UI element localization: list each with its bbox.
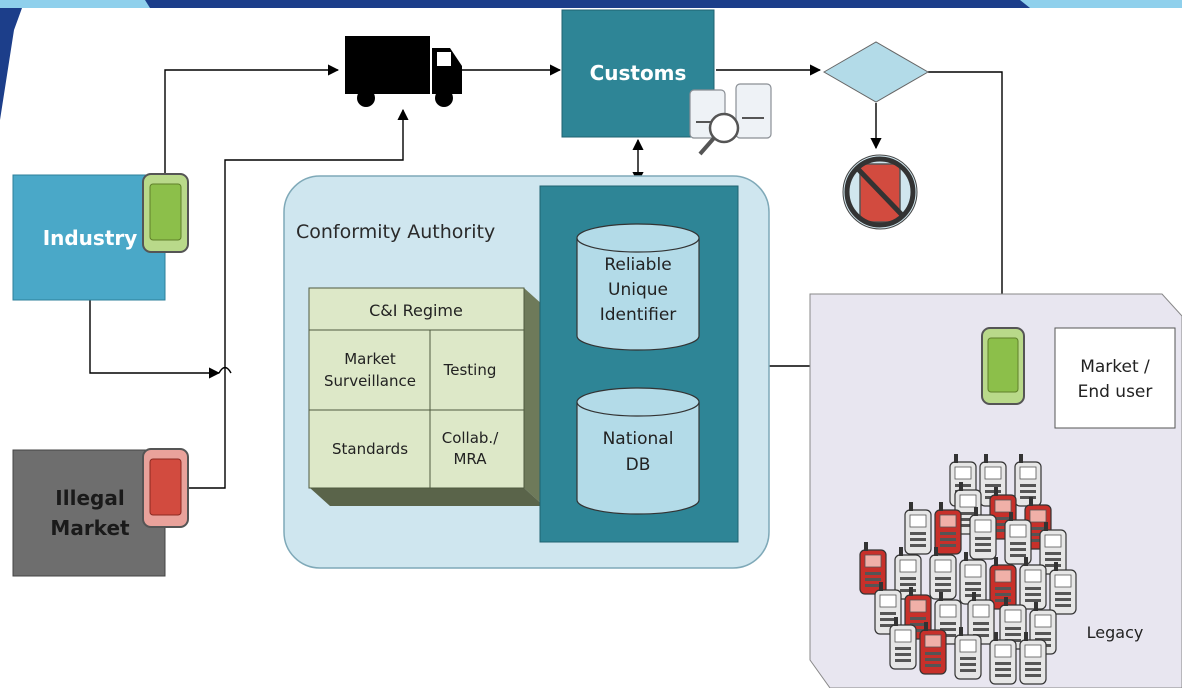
market-end-user-box: Market / End user <box>1054 327 1176 429</box>
legacy-phone-icon <box>1019 632 1047 685</box>
document-inspection-icon <box>689 83 772 156</box>
legacy-phone-icon <box>1019 557 1047 610</box>
illegal-market-node: Illegal Market <box>12 449 166 577</box>
market-end-user-label-line1: Market / <box>1080 357 1150 377</box>
legacy-phone-icon <box>1014 454 1042 507</box>
testing-label: Testing <box>443 361 497 379</box>
red-phone-icon <box>142 448 189 528</box>
legacy-phone-icon <box>954 627 982 680</box>
industry-to-authority-arrow <box>89 300 221 379</box>
collab-label-line1: Collab./ <box>442 429 499 447</box>
legacy-label: Legacy <box>1087 623 1144 642</box>
customs-node: Customs <box>561 9 715 138</box>
legacy-phone-icon <box>1039 522 1067 575</box>
customs-label: Customs <box>590 61 687 85</box>
illegal-market-label-line1: Illegal <box>55 486 124 510</box>
legacy-phone-icon <box>969 507 997 560</box>
green-phone-icon <box>142 173 189 253</box>
ci-regime-label: C&I Regime <box>369 301 463 320</box>
legacy-phone-icon <box>904 502 932 555</box>
ci-regime-block: C&I Regime Market Surveillance Testing S… <box>308 287 544 506</box>
industry-label: Industry <box>43 226 138 250</box>
decision-to-market-arrow <box>928 71 1008 330</box>
industry-node: Industry <box>12 174 166 301</box>
market-phone-icon <box>981 327 1025 405</box>
legacy-phone-icon <box>989 632 1017 685</box>
reliable-label-line2: Unique <box>608 280 668 300</box>
market-surveillance-label-line1: Market <box>344 350 396 368</box>
illegal-market-label-line2: Market <box>50 516 130 540</box>
reliable-label-line3: Identifier <box>600 305 677 325</box>
conformity-authority-title: Conformity Authority <box>296 221 495 243</box>
market-surveillance-label-line2: Surveillance <box>324 372 416 390</box>
reliable-label-line1: Reliable <box>604 255 671 275</box>
legacy-phone-icon <box>874 582 902 635</box>
legacy-phone-icon <box>934 502 962 555</box>
legacy-phone-icon <box>1004 512 1032 565</box>
market-end-user-label-line2: End user <box>1078 382 1153 402</box>
collab-label-line2: MRA <box>453 450 487 468</box>
legacy-phone-icon <box>1049 562 1077 615</box>
blocked-phone-icon <box>842 154 918 230</box>
legacy-phone-icon <box>929 547 957 600</box>
reliable-identifier-cylinder: Reliable Unique Identifier <box>576 223 700 351</box>
decision-diamond <box>822 41 930 103</box>
standards-label: Standards <box>332 440 408 458</box>
national-db-cylinder: National DB <box>576 387 700 515</box>
national-db-label-line2: DB <box>626 455 651 475</box>
legacy-phone-icon <box>967 592 995 645</box>
legacy-phone-icon <box>989 557 1017 610</box>
truck-icon <box>345 36 462 107</box>
industry-to-truck-arrow <box>164 64 340 176</box>
legacy-phone-icon <box>889 617 917 670</box>
national-db-label-line1: National <box>603 429 674 449</box>
legacy-phone-icon <box>894 547 922 600</box>
legacy-phone-icon <box>919 622 947 675</box>
legacy-phones-cluster-icon <box>859 454 1077 685</box>
illegal-to-truck-arrow <box>188 108 409 489</box>
top-banner <box>0 0 1182 120</box>
